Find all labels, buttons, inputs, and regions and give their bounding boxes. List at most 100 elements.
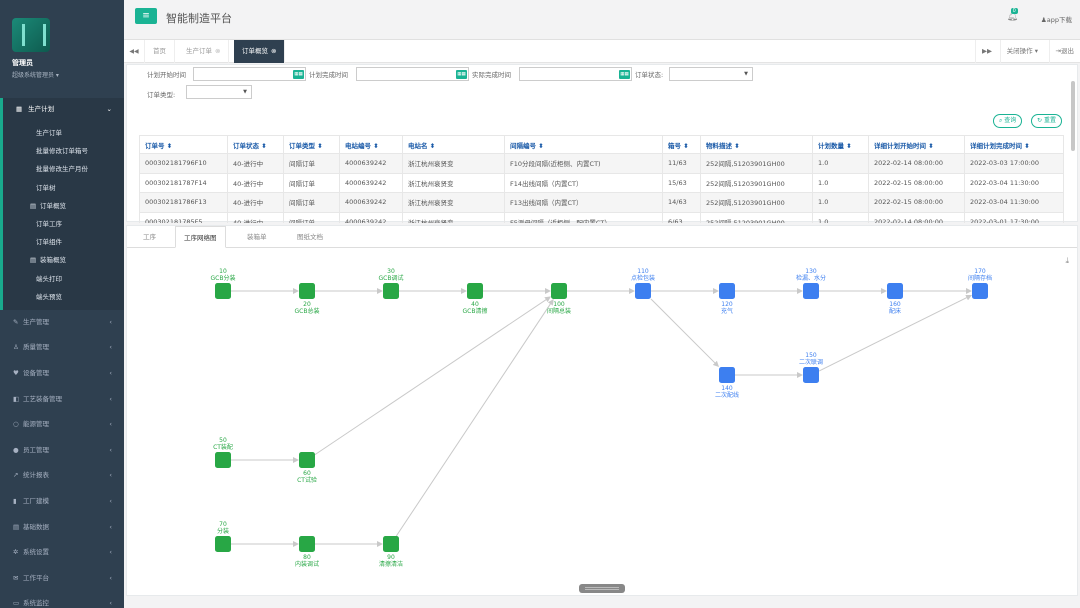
process-node-box[interactable] — [467, 283, 483, 299]
calendar-icon[interactable]: ▦▦ — [619, 70, 630, 79]
sidebar-subitem-order-tree[interactable]: 订单树 — [36, 183, 56, 192]
sidebar-subitem-batch-month[interactable]: 批量修改生产月份 — [36, 165, 88, 174]
sidebar-item-monitor[interactable]: ▭系统监控‹ — [0, 591, 124, 608]
col-order-no[interactable]: 订单号 ⬍ — [139, 135, 228, 154]
order-status-select[interactable]: ▼ — [669, 67, 753, 81]
sidebar-item-production-mgmt[interactable]: ✎生产管理‹ — [0, 310, 124, 336]
logout-button[interactable]: ⇥退出 — [1048, 40, 1080, 63]
close-ops-dropdown[interactable]: 关闭操作 ▾ — [999, 40, 1044, 63]
close-icon[interactable]: ⊗ — [271, 47, 277, 55]
col-station-no[interactable]: 电站编号 ⬍ — [339, 135, 403, 154]
sidebar-item-quality[interactable]: ♙质量管理‹ — [0, 335, 124, 361]
calendar-icon[interactable]: ▦▦ — [456, 70, 467, 79]
close-icon[interactable]: ⊗ — [215, 47, 221, 55]
sidebar-item-staff[interactable]: ●员工管理‹ — [0, 438, 124, 464]
sidebar-item-energy[interactable]: ○能源管理‹ — [0, 412, 124, 438]
process-node-box[interactable] — [635, 283, 651, 299]
calendar-icon[interactable]: ▦▦ — [293, 70, 304, 79]
process-node-box[interactable] — [299, 536, 315, 552]
sidebar-subitem-packing-overview[interactable]: ▤装箱概览 — [3, 251, 124, 269]
sidebar-subitem-end-print[interactable]: 端头打印 — [36, 274, 62, 283]
order-type-select[interactable]: ▼ — [186, 85, 252, 99]
process-node-box[interactable] — [803, 283, 819, 299]
process-node-box[interactable] — [299, 452, 315, 468]
sidebar-item-base-data[interactable]: ▤基础数据‹ — [0, 515, 124, 541]
sidebar-subitem-order-overview[interactable]: ▤订单概览 — [3, 197, 124, 215]
sidebar-item-factory-model[interactable]: ▮工厂建模‹ — [0, 489, 124, 515]
col-station-name[interactable]: 电站名 ⬍ — [402, 135, 505, 154]
user-role-dropdown[interactable]: 超级系统管理员 ▾ — [12, 72, 59, 79]
col-box-no[interactable]: 箱号 ⬍ — [662, 135, 701, 154]
process-node-box[interactable] — [803, 367, 819, 383]
process-node-box[interactable] — [215, 536, 231, 552]
sidebar-subitem-batch-box[interactable]: 批量修改订单箱号 — [36, 147, 88, 156]
sidebar-subitem-end-preview[interactable]: 端头预览 — [36, 292, 62, 301]
process-node-box[interactable] — [299, 283, 315, 299]
tab-packing-list[interactable]: 装箱单 — [247, 233, 267, 241]
sidebar-subitem-order-process[interactable]: 订单工序 — [36, 219, 62, 228]
tab-production-order[interactable]: 生产订单⊗ — [178, 40, 230, 63]
col-plan-qty[interactable]: 计划数量 ⬍ — [812, 135, 869, 154]
process-node-box[interactable] — [972, 283, 988, 299]
tab-process[interactable]: 工序 — [143, 233, 156, 241]
sidebar-item-workbench[interactable]: ✉工作平台‹ — [0, 566, 124, 592]
sidebar-subitem-order-component[interactable]: 订单组件 — [36, 238, 62, 247]
plan-start-input[interactable]: ▦▦ — [193, 67, 306, 81]
panel-scrollbar[interactable] — [1071, 81, 1075, 151]
tabs-scroll-left-button[interactable]: ◀◀ — [124, 40, 145, 63]
process-node-box[interactable] — [383, 283, 399, 299]
process-node-box[interactable] — [551, 283, 567, 299]
reset-button[interactable]: ↻ 重置 — [1031, 114, 1062, 128]
sidebar-item-equipment[interactable]: ♥设备管理‹ — [0, 361, 124, 387]
process-node-box[interactable] — [215, 283, 231, 299]
col-plan-start[interactable]: 详细计划开始时间 ⬍ — [868, 135, 965, 154]
tab-home[interactable]: 首页 — [145, 40, 175, 63]
col-material[interactable]: 物料描述 ⬍ — [700, 135, 813, 154]
process-node-box[interactable] — [719, 367, 735, 383]
download-icon[interactable]: ⤓ — [1065, 256, 1069, 265]
col-plan-end[interactable]: 详细计划完成时间 ⬍ — [964, 135, 1064, 154]
actual-end-input[interactable]: ▦▦ — [519, 67, 632, 81]
sidebar-item-reports[interactable]: ↗统计报表‹ — [0, 463, 124, 489]
query-button[interactable]: ⌕ 查询 — [993, 114, 1023, 128]
tabs-scroll-right-button[interactable]: ▶▶ — [975, 40, 996, 63]
menu-toggle-button[interactable]: ≡ — [135, 8, 157, 24]
notification-button[interactable]: 🔔︎0 — [1007, 8, 1018, 22]
sidebar-item-production-plan[interactable]: ▦ 生产计划 ⌄ — [0, 98, 124, 124]
col-order-type[interactable]: 订单类型 ⬍ — [283, 135, 340, 154]
tab-drawings[interactable]: 图纸文档 — [297, 233, 323, 241]
tab-order-overview[interactable]: 订单概览⊗ — [234, 40, 286, 63]
process-node-box[interactable] — [887, 283, 903, 299]
sidebar-item-settings[interactable]: ✲系统设置‹ — [0, 540, 124, 566]
app-download-link[interactable]: ♟app下载 — [1040, 16, 1072, 24]
process-node-box[interactable] — [383, 536, 399, 552]
process-node-box[interactable] — [215, 452, 231, 468]
col-bay-no[interactable]: 间隔编号 ⬍ — [504, 135, 663, 154]
tab-process-network[interactable]: 工序网络图 — [175, 226, 226, 248]
resize-handle[interactable] — [579, 584, 625, 593]
sidebar-subitem-production-order[interactable]: 生产订单 — [36, 129, 62, 137]
col-order-status[interactable]: 订单状态 ⬍ — [227, 135, 284, 154]
sidebar-item-tooling[interactable]: ◧工艺装备管理‹ — [0, 387, 124, 413]
process-node-box[interactable] — [719, 283, 735, 299]
